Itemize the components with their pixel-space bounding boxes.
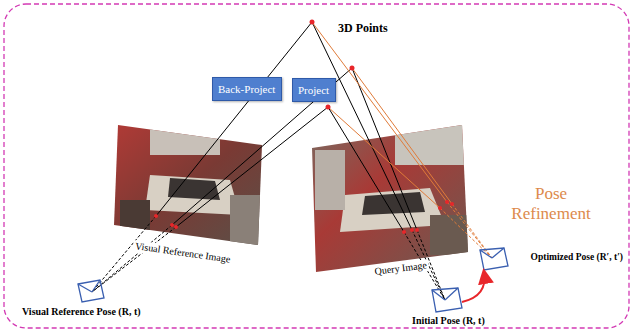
cameras — [78, 248, 508, 312]
refinement-label: Pose Refinement — [494, 184, 608, 223]
image-label: Query Image — [372, 259, 429, 277]
pose-label: Visual Reference Pose (R, t) — [20, 306, 143, 318]
dashed-frame — [4, 4, 629, 328]
rays — [156, 22, 417, 232]
process-box: Back-Project — [212, 77, 282, 101]
pose-label: Initial Pose (R, t) — [410, 315, 487, 327]
box-text: Project — [298, 84, 330, 96]
pose-label: Optimized Pose (R′, t′) — [529, 252, 625, 263]
process-box: Project — [292, 78, 336, 102]
image-label: Visual Reference Image — [132, 240, 233, 265]
reference-image — [114, 125, 262, 245]
refinement-arrow — [462, 272, 485, 302]
title-label: 3D Points — [336, 22, 390, 36]
box-text: Back-Project — [218, 83, 276, 95]
points — [154, 20, 454, 235]
orange-rays — [312, 22, 452, 208]
dashed-rays — [92, 216, 445, 300]
query-image — [312, 125, 470, 272]
